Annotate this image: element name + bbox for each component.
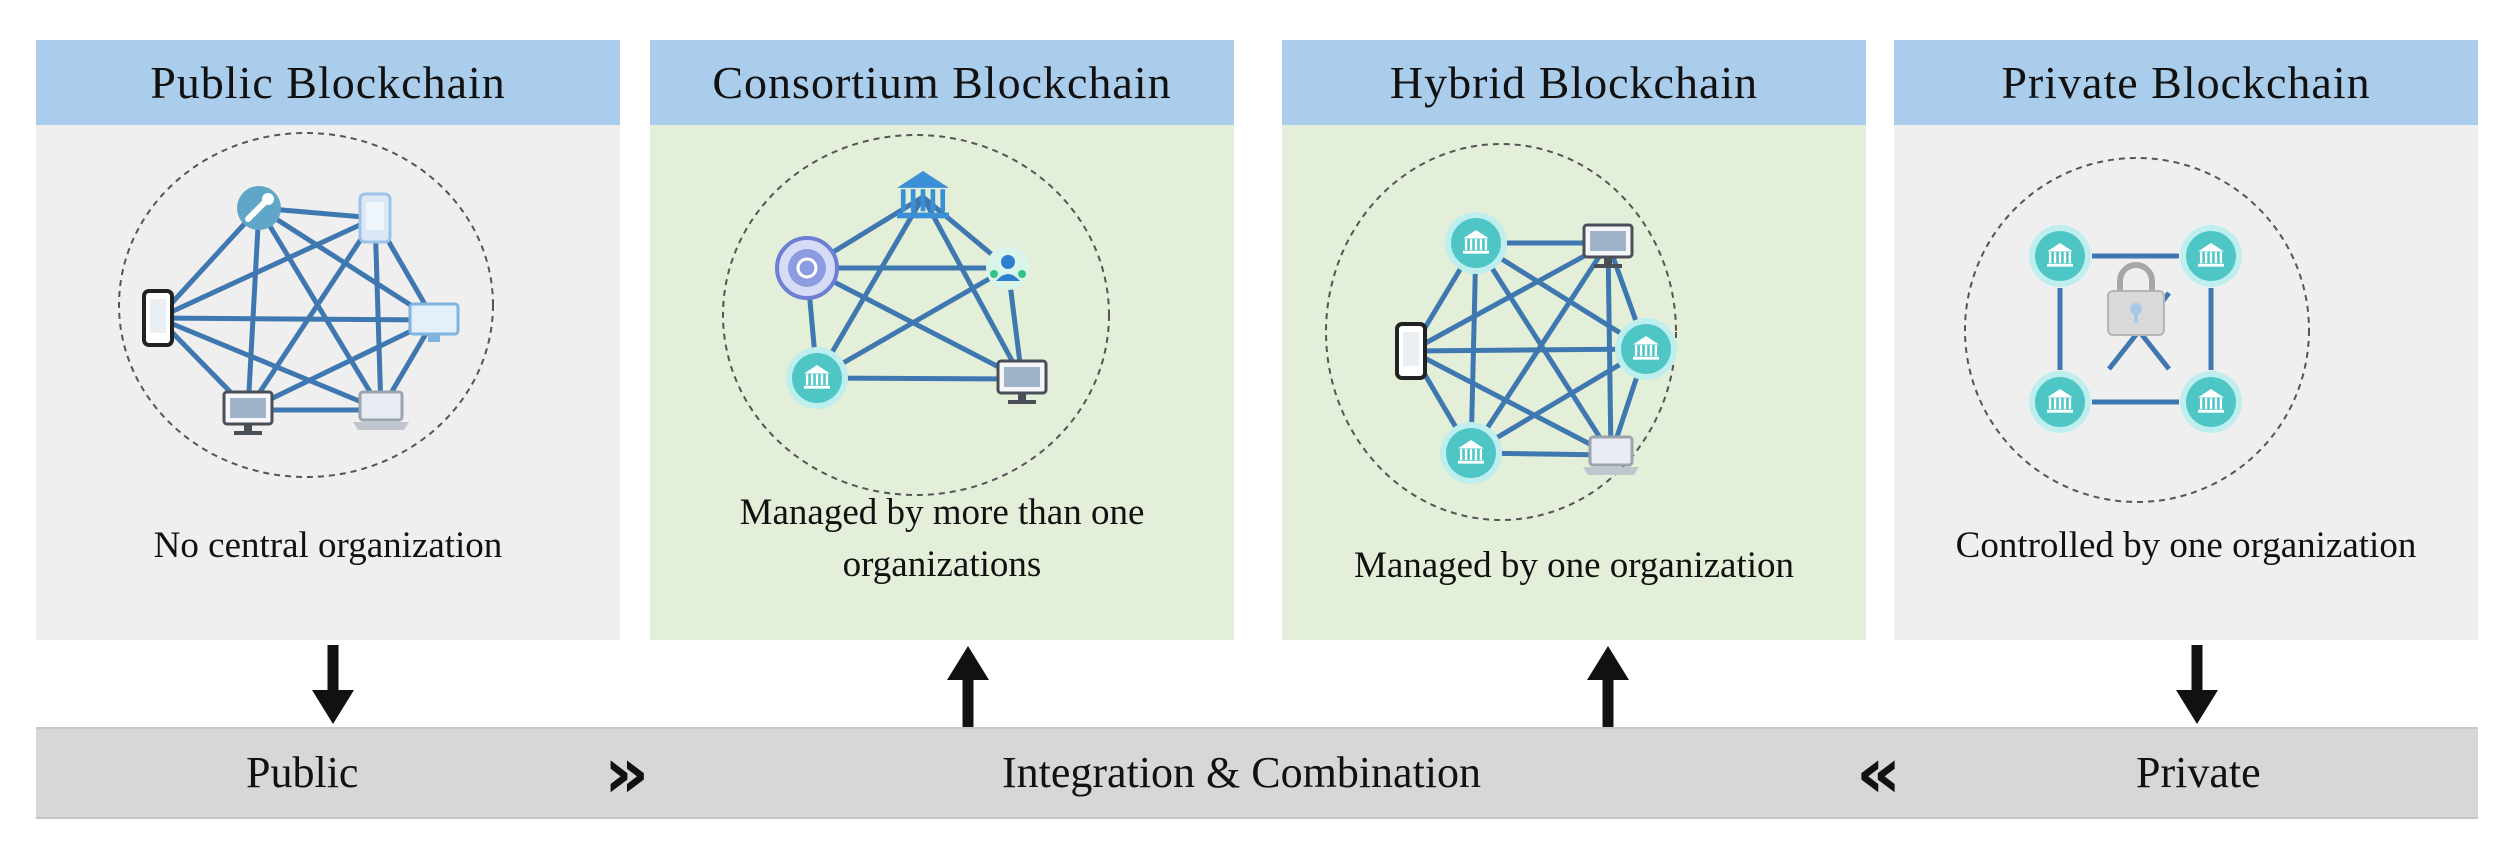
panel-public: Public Blockchain No central organizatio… bbox=[36, 40, 620, 640]
laptop-node-icon bbox=[353, 390, 409, 430]
network-boundary bbox=[1325, 143, 1677, 521]
bar-label-public: Public bbox=[246, 748, 359, 797]
network-link bbox=[245, 216, 378, 412]
hybrid-network-diagram bbox=[1325, 143, 1677, 521]
private-network-diagram bbox=[1964, 157, 2310, 503]
network-boundary bbox=[118, 132, 494, 478]
network-link bbox=[1474, 240, 1648, 352]
network-link bbox=[372, 217, 384, 411]
panel-body: Controlled by one organization bbox=[1894, 125, 2478, 640]
monitor-node-icon bbox=[1582, 223, 1634, 268]
network-link bbox=[805, 265, 1024, 382]
panel-private: Private Blockchain Controlled by one org… bbox=[1894, 40, 2478, 640]
panel-consortium: Consortium Blockchain Managed by more th… bbox=[650, 40, 1234, 640]
panel-title: Hybrid Blockchain bbox=[1282, 40, 1866, 125]
network-link bbox=[1410, 346, 1647, 354]
bank-node-icon bbox=[2180, 371, 2242, 433]
network-link bbox=[814, 195, 926, 380]
panel-title: Private Blockchain bbox=[1894, 40, 2478, 125]
double-chevron-right-icon: » bbox=[604, 732, 650, 814]
panel-title: Consortium Blockchain bbox=[650, 40, 1234, 125]
user-group-node-icon bbox=[986, 246, 1030, 290]
network-link bbox=[816, 375, 1023, 382]
lock-icon bbox=[2107, 262, 2165, 336]
consortium-network-diagram bbox=[722, 134, 1110, 496]
laptop-node-icon bbox=[1583, 435, 1639, 475]
panel-body: Managed by one organization bbox=[1282, 125, 1866, 640]
coin-node-icon bbox=[775, 236, 839, 300]
bank-node-icon bbox=[1615, 318, 1677, 380]
network-link bbox=[245, 207, 262, 411]
panel-hybrid: Hybrid Blockchain Managed by one organiz… bbox=[1282, 40, 1866, 640]
bank-node-icon bbox=[2029, 371, 2091, 433]
panel-title: Public Blockchain bbox=[36, 40, 620, 125]
panel-caption: Controlled by one organization bbox=[1955, 525, 2417, 566]
monitor-node-icon bbox=[222, 390, 274, 435]
public-network-diagram bbox=[118, 132, 494, 478]
bank-node-icon bbox=[786, 347, 848, 409]
arrow-down-public bbox=[312, 645, 354, 724]
network-link bbox=[1409, 240, 1610, 354]
caption-line: Managed by more than one bbox=[739, 492, 1145, 533]
panel-caption: Managed by more than one organizations bbox=[650, 487, 1234, 591]
caption-line: organizations bbox=[842, 544, 1042, 585]
bar-label-integration: Integration & Combination bbox=[1002, 748, 1482, 797]
bank-node-icon bbox=[1440, 422, 1502, 484]
arrow-down-private bbox=[2176, 645, 2218, 724]
network-link bbox=[246, 317, 436, 413]
wrench-node-icon bbox=[237, 186, 281, 230]
panel-caption: No central organization bbox=[153, 525, 503, 566]
network-link bbox=[1409, 348, 1613, 458]
network-boundary bbox=[722, 134, 1110, 496]
arrow-up-hybrid bbox=[1587, 646, 1629, 728]
bank-node-icon bbox=[2029, 225, 2091, 287]
monitor-node-icon bbox=[408, 302, 460, 342]
network-link bbox=[256, 206, 384, 412]
bank-node-icon bbox=[2180, 225, 2242, 287]
public-private-spectrum-bar: Public » Integration & Combination « Pri… bbox=[36, 727, 2478, 819]
network-link bbox=[157, 315, 435, 323]
phone-node-icon bbox=[1395, 322, 1427, 380]
network-boundary bbox=[1964, 157, 2310, 503]
monitor-node-icon bbox=[996, 359, 1048, 404]
network-link bbox=[1469, 346, 1648, 456]
phone-node-icon bbox=[142, 289, 174, 347]
panel-body: Managed by more than one organizations bbox=[650, 125, 1234, 640]
double-chevron-left-icon: « bbox=[1856, 732, 1902, 814]
tablet-node-icon bbox=[358, 192, 392, 244]
government-bank-node-icon bbox=[897, 171, 949, 219]
bank-node-icon bbox=[1445, 212, 1507, 274]
panel-body: No central organization bbox=[36, 125, 620, 640]
panel-caption: Managed by one organization bbox=[1353, 545, 1795, 586]
network-link bbox=[156, 215, 377, 321]
network-link bbox=[157, 315, 382, 413]
bar-label-private: Private bbox=[2136, 748, 2261, 797]
network-link bbox=[156, 206, 261, 320]
arrow-up-consortium bbox=[947, 646, 989, 728]
